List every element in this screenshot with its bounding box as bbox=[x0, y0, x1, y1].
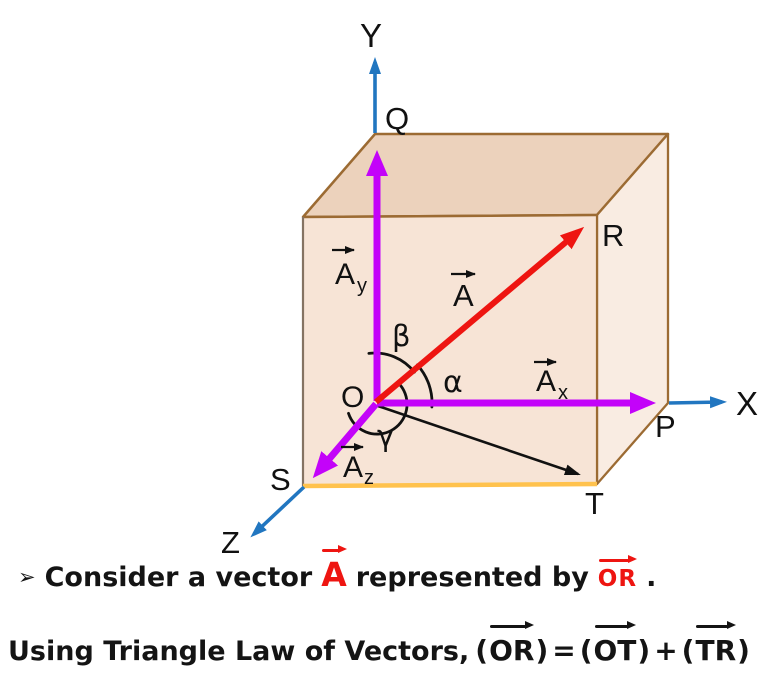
caption1-pre-text: Consider a vector bbox=[44, 562, 313, 593]
vector-ot-term-letters: OT bbox=[593, 634, 637, 667]
plus-sign: + bbox=[654, 634, 678, 667]
vector-overbar-arrow-icon bbox=[490, 621, 535, 629]
label-vector-ax-sub: x bbox=[558, 382, 568, 404]
label-point-t: T bbox=[585, 486, 604, 521]
label-point-r: R bbox=[602, 218, 624, 253]
vector-A bbox=[374, 226, 585, 405]
x-axis bbox=[668, 396, 727, 409]
vector-or-term: OR bbox=[489, 621, 535, 667]
paren-close: ) bbox=[637, 634, 651, 667]
label-vector-a: A bbox=[453, 278, 474, 313]
label-angle-alpha: α bbox=[443, 365, 463, 400]
equals-sign: = bbox=[552, 634, 576, 667]
paren-close: ) bbox=[535, 634, 549, 667]
vector-ot-term: OT bbox=[593, 621, 637, 667]
paren-open: ( bbox=[681, 634, 695, 667]
paren-open: ( bbox=[475, 634, 489, 667]
label-vector-ay-base: A bbox=[335, 258, 355, 291]
label-point-q: Q bbox=[385, 101, 409, 136]
label-point-s: S bbox=[270, 462, 291, 497]
paren-close: ) bbox=[737, 634, 750, 667]
caption2-pre-text: Using Triangle Law of Vectors, bbox=[8, 636, 470, 667]
label-angle-beta: β bbox=[392, 319, 411, 353]
vector-overbar-arrow-icon bbox=[322, 545, 347, 553]
vector-overbar-arrow-icon bbox=[594, 621, 637, 629]
vector-tr-term: TR bbox=[695, 621, 737, 667]
vector-overbar-arrow-icon bbox=[696, 621, 736, 629]
label-vector-az-base: A bbox=[343, 451, 363, 484]
triangle-law-equation: (OR) = (OT) + (TR) bbox=[475, 621, 750, 667]
cube-front-bottom-edge bbox=[302, 481, 598, 489]
label-axis-z: Z bbox=[221, 525, 240, 560]
vector-diagram: Y X Z Q P S T R O β α γ A A y A x A z bbox=[221, 17, 758, 560]
caption1-period: . bbox=[646, 562, 657, 593]
label-axis-x: X bbox=[736, 385, 758, 422]
label-point-p: P bbox=[655, 409, 676, 444]
bullet-arrow-icon: ➢ bbox=[18, 565, 36, 589]
vector-overbar-arrow-icon bbox=[598, 555, 638, 563]
paren-open: ( bbox=[579, 634, 593, 667]
vector-Az bbox=[312, 401, 379, 479]
label-angle-gamma: γ bbox=[377, 419, 394, 453]
cube-front-top-edge bbox=[302, 213, 598, 219]
label-vector-ay-sub: y bbox=[357, 275, 367, 297]
label-vector-ax-base: A bbox=[536, 365, 556, 398]
vector-or-inline-letters: OR bbox=[597, 566, 638, 592]
caption1-mid-text: represented by bbox=[355, 562, 589, 593]
caption-line-2: Using Triangle Law of Vectors, (OR) = (O… bbox=[8, 621, 750, 667]
line-O-to-T bbox=[377, 404, 581, 476]
vector-or-term-letters: OR bbox=[489, 634, 535, 667]
vector-a-inline: A bbox=[321, 545, 347, 594]
vector-or-inline: OR bbox=[597, 555, 638, 592]
label-point-o: O bbox=[341, 381, 364, 414]
caption-line-1: ➢ Consider a vector A represented by OR … bbox=[18, 545, 657, 594]
vector-a-inline-letter: A bbox=[321, 555, 347, 594]
vector-tr-term-letters: TR bbox=[695, 634, 737, 667]
label-axis-y: Y bbox=[360, 17, 382, 54]
z-axis bbox=[250, 485, 306, 538]
label-vector-az-sub: z bbox=[364, 467, 374, 489]
